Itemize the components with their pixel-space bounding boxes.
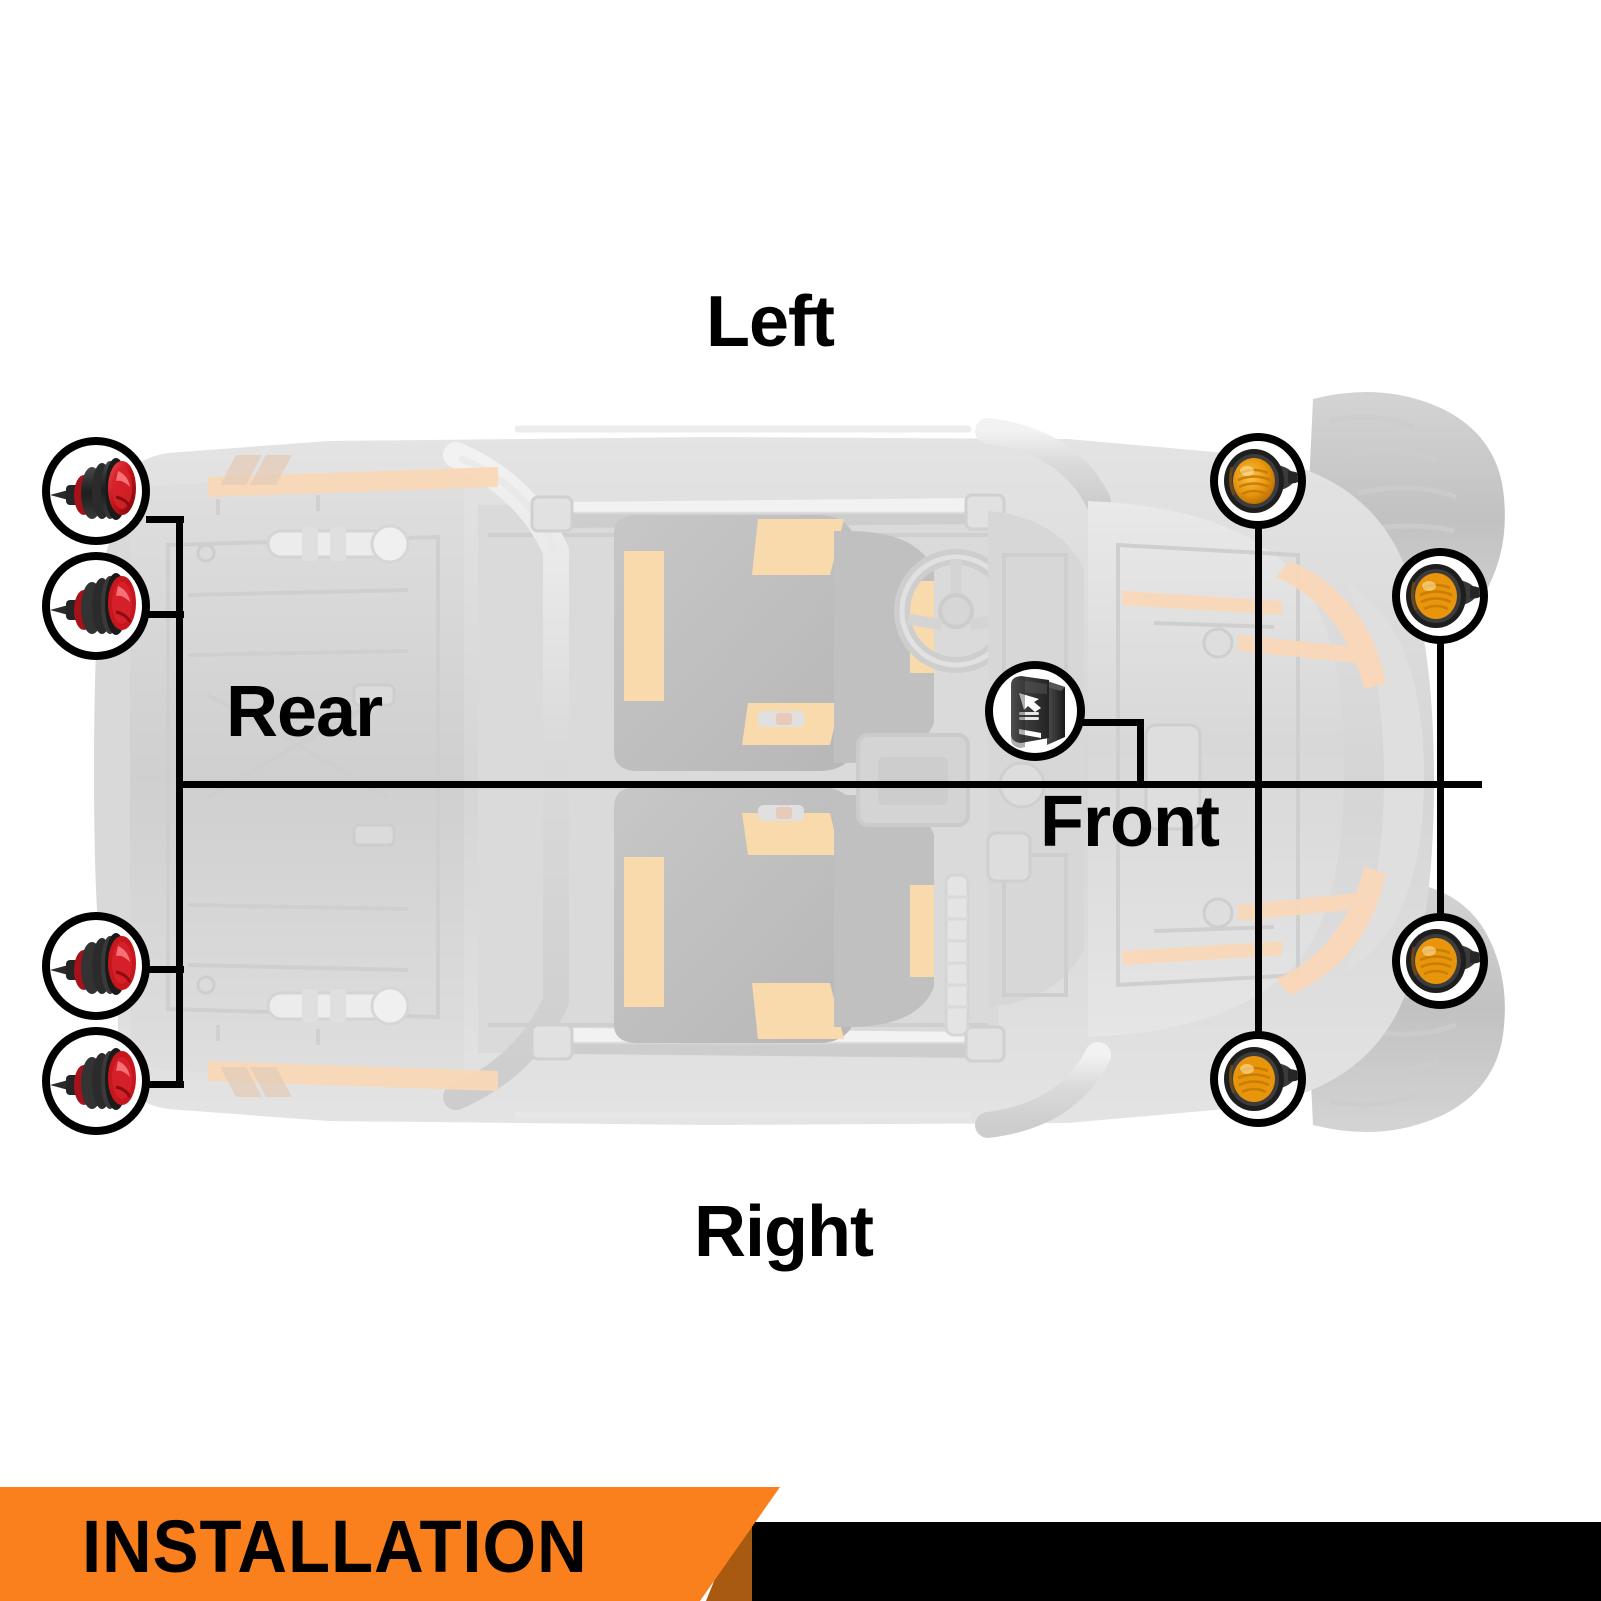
callout-front-left-side[interactable] (1392, 548, 1488, 644)
callout-rear-left-lower[interactable] (42, 552, 150, 660)
installation-banner: INSTALLATION (0, 1478, 1601, 1601)
amber-marker-light-icon (1218, 441, 1298, 521)
direction-label-left: Left (706, 282, 835, 362)
callout-front-right-outer[interactable] (1210, 1031, 1306, 1127)
amber-marker-light-icon (1218, 1039, 1298, 1119)
connector-switch-lead-horizontal (1080, 719, 1144, 726)
red-marker-light-icon (50, 445, 142, 537)
direction-label-rear: Rear (226, 672, 383, 752)
callout-rear-left-upper[interactable] (42, 437, 150, 545)
connector-main-horizontal (178, 781, 1482, 788)
connector-branch-rear-right-upper (118, 966, 184, 973)
banner-orange-ribbon (0, 1487, 780, 1601)
banner-black-bar (714, 1522, 1601, 1601)
utv-top-view-image (58, 385, 1553, 1170)
connector-front-right-side-vertical (1437, 781, 1444, 915)
direction-label-right: Right (694, 1192, 874, 1272)
connector-branch-rear-right-lower (146, 1081, 184, 1088)
rocker-switch-icon (993, 669, 1077, 753)
callout-rear-right-lower[interactable] (42, 1027, 150, 1135)
callout-turn-signal-switch[interactable] (985, 661, 1085, 761)
direction-label-front: Front (1040, 782, 1220, 862)
amber-marker-light-icon (1400, 921, 1480, 1001)
banner-title: INSTALLATION (82, 1505, 588, 1588)
callout-front-right-side[interactable] (1392, 913, 1488, 1009)
connector-front-left-outer-vertical (1255, 528, 1262, 786)
amber-marker-light-icon (1400, 556, 1480, 636)
callout-rear-right-upper[interactable] (42, 912, 150, 1020)
connector-branch-rear-left-lower (118, 611, 184, 618)
connector-left-vertical (176, 519, 183, 1087)
red-marker-light-icon (50, 560, 142, 652)
connector-branch-rear-left-upper (146, 516, 184, 523)
red-marker-light-icon (50, 1035, 142, 1127)
red-marker-light-icon (50, 920, 142, 1012)
callout-front-left-outer[interactable] (1210, 433, 1306, 529)
connector-front-left-side-vertical (1437, 643, 1444, 786)
connector-switch-lead-vertical (1137, 719, 1144, 787)
connector-front-right-outer-vertical (1255, 781, 1262, 1033)
